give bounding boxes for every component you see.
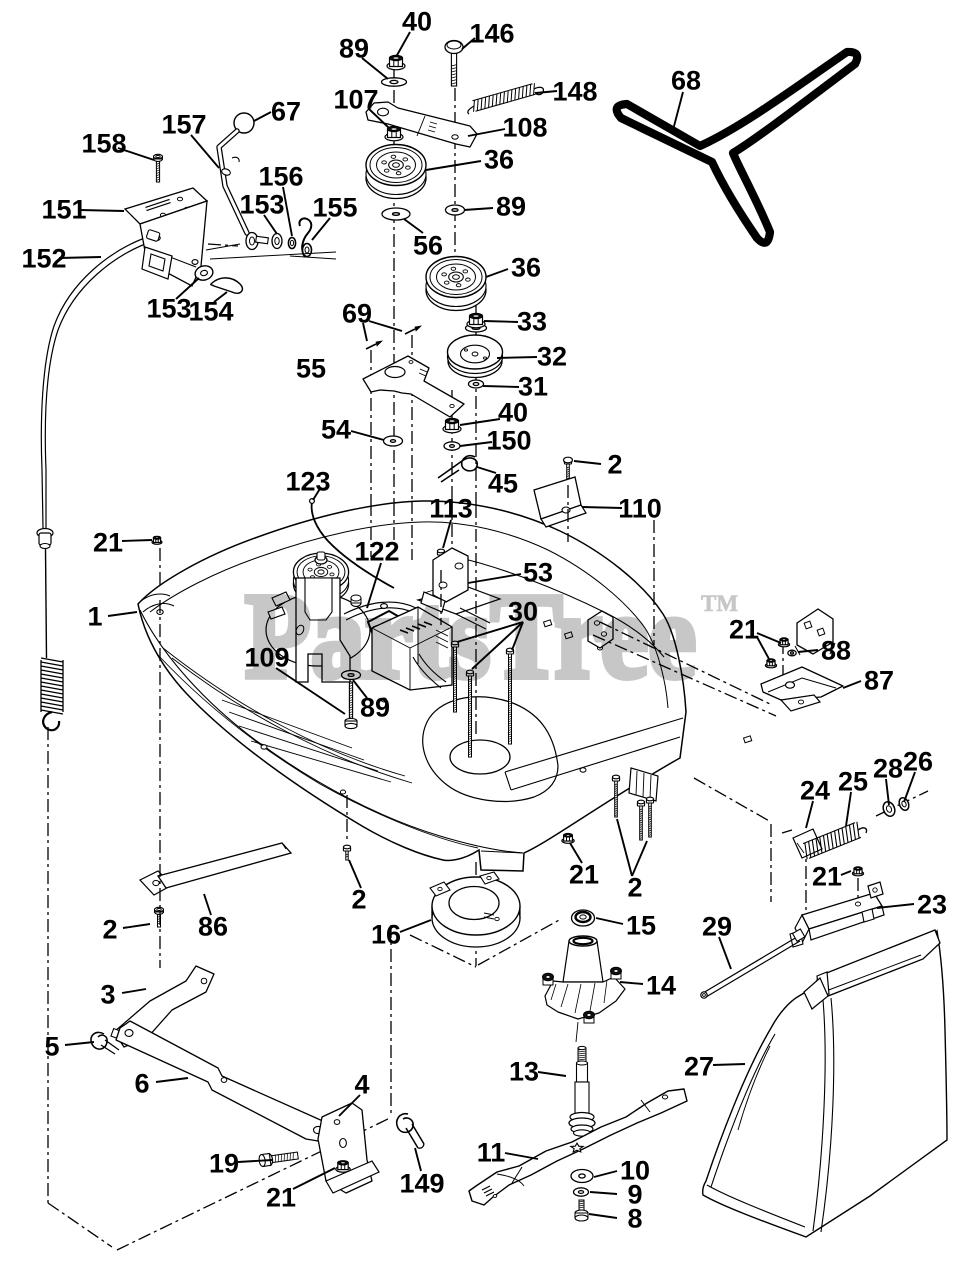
svg-text:21: 21 bbox=[812, 862, 842, 892]
svg-text:21: 21 bbox=[266, 1183, 296, 1213]
svg-text:24: 24 bbox=[800, 776, 830, 806]
svg-text:1: 1 bbox=[87, 602, 102, 632]
svg-text:13: 13 bbox=[509, 1057, 539, 1087]
svg-text:149: 149 bbox=[399, 1169, 444, 1199]
svg-text:56: 56 bbox=[413, 231, 443, 261]
svg-text:53: 53 bbox=[523, 558, 553, 588]
svg-text:108: 108 bbox=[502, 113, 547, 143]
svg-text:21: 21 bbox=[569, 860, 599, 890]
svg-text:109: 109 bbox=[244, 643, 289, 673]
svg-text:5: 5 bbox=[44, 1032, 59, 1062]
svg-text:27: 27 bbox=[684, 1052, 714, 1082]
svg-text:88: 88 bbox=[821, 636, 851, 666]
svg-text:2: 2 bbox=[627, 873, 642, 903]
svg-text:23: 23 bbox=[917, 890, 947, 920]
svg-text:15: 15 bbox=[626, 911, 656, 941]
svg-text:122: 122 bbox=[354, 537, 399, 567]
svg-text:6: 6 bbox=[134, 1069, 149, 1099]
svg-text:69: 69 bbox=[342, 299, 372, 329]
svg-text:155: 155 bbox=[312, 193, 357, 223]
svg-text:4: 4 bbox=[354, 1070, 369, 1100]
svg-text:87: 87 bbox=[864, 666, 894, 696]
svg-text:30: 30 bbox=[508, 597, 538, 627]
svg-text:157: 157 bbox=[161, 110, 206, 140]
svg-text:89: 89 bbox=[360, 693, 390, 723]
svg-text:2: 2 bbox=[607, 450, 622, 480]
svg-text:123: 123 bbox=[285, 467, 330, 497]
svg-text:40: 40 bbox=[402, 7, 432, 37]
svg-text:11: 11 bbox=[477, 1138, 506, 1168]
svg-text:148: 148 bbox=[552, 77, 597, 107]
svg-text:19: 19 bbox=[209, 1149, 239, 1179]
svg-text:55: 55 bbox=[296, 354, 326, 384]
svg-text:28: 28 bbox=[873, 754, 903, 784]
svg-text:21: 21 bbox=[93, 528, 123, 558]
svg-text:21: 21 bbox=[729, 615, 759, 645]
svg-text:54: 54 bbox=[321, 415, 351, 445]
svg-text:36: 36 bbox=[511, 253, 541, 283]
svg-text:110: 110 bbox=[618, 494, 662, 524]
svg-text:158: 158 bbox=[81, 129, 126, 159]
svg-text:45: 45 bbox=[488, 469, 518, 499]
svg-text:153: 153 bbox=[146, 294, 191, 324]
svg-text:152: 152 bbox=[21, 244, 66, 274]
svg-text:10: 10 bbox=[620, 1156, 650, 1186]
svg-text:8: 8 bbox=[627, 1204, 642, 1234]
svg-text:67: 67 bbox=[271, 97, 301, 127]
svg-text:26: 26 bbox=[903, 747, 933, 777]
svg-text:36: 36 bbox=[484, 145, 514, 175]
svg-text:33: 33 bbox=[517, 307, 547, 337]
svg-text:86: 86 bbox=[198, 912, 228, 942]
svg-text:2: 2 bbox=[351, 885, 366, 915]
svg-text:PartsTree: PartsTree bbox=[245, 568, 696, 704]
svg-text:31: 31 bbox=[518, 372, 548, 402]
svg-text:153: 153 bbox=[239, 190, 284, 220]
svg-text:2: 2 bbox=[102, 915, 117, 945]
svg-text:29: 29 bbox=[702, 912, 732, 942]
svg-text:89: 89 bbox=[496, 192, 526, 222]
svg-text:89: 89 bbox=[339, 34, 369, 64]
svg-text:14: 14 bbox=[646, 971, 676, 1001]
svg-text:16: 16 bbox=[371, 920, 401, 950]
svg-text:TM: TM bbox=[701, 591, 738, 616]
svg-text:40: 40 bbox=[498, 398, 528, 428]
svg-text:146: 146 bbox=[469, 19, 514, 49]
svg-text:3: 3 bbox=[100, 980, 115, 1010]
svg-text:32: 32 bbox=[537, 342, 567, 372]
svg-text:68: 68 bbox=[671, 66, 701, 96]
svg-text:156: 156 bbox=[258, 162, 303, 192]
svg-text:113: 113 bbox=[429, 494, 473, 524]
svg-text:151: 151 bbox=[41, 195, 86, 225]
svg-text:107: 107 bbox=[333, 85, 378, 115]
svg-text:154: 154 bbox=[188, 297, 233, 327]
svg-text:25: 25 bbox=[838, 767, 868, 797]
svg-text:9: 9 bbox=[627, 1180, 642, 1210]
svg-text:150: 150 bbox=[486, 426, 531, 456]
